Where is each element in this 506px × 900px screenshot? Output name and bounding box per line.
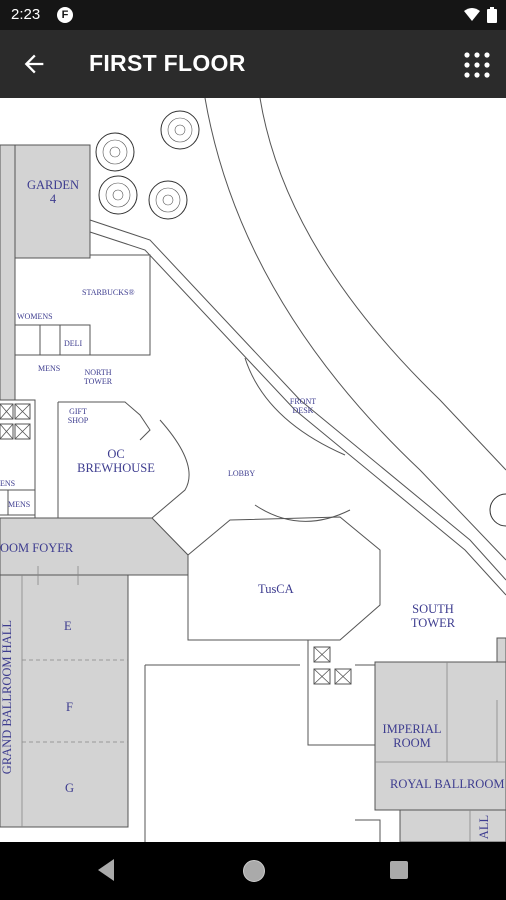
mens-restroom-bottom-label[interactable]: MENS <box>8 500 31 509</box>
hall-fragment-label: ALL <box>476 814 491 840</box>
lobby-label[interactable]: LOBBY <box>228 469 256 478</box>
room-g-label[interactable]: G <box>65 781 75 795</box>
mens-restroom-label[interactable]: MENS <box>38 364 61 373</box>
page-title: FIRST FLOOR <box>89 50 246 76</box>
royal-ballroom-label[interactable]: ROYAL BALLROOM <box>390 777 505 791</box>
south-tower-label[interactable]: SOUTH TOWER <box>410 602 456 631</box>
app-notification-icon: F <box>57 7 73 23</box>
front-desk-label[interactable]: FRONT DESK <box>289 397 317 416</box>
floor-map[interactable]: GARDEN 4 STARBUCKS® WOMENS DELI MENS NOR… <box>0 98 506 842</box>
system-nav-bar <box>0 842 506 900</box>
deli-label[interactable]: DELI <box>64 339 83 348</box>
north-tower-label[interactable]: NORTH TOWER <box>83 368 113 387</box>
nav-recents-icon[interactable] <box>390 861 408 879</box>
room-e-label[interactable]: E <box>64 619 72 633</box>
arrow-back-icon[interactable] <box>20 50 48 78</box>
oc-brewhouse-label[interactable]: OC BREWHOUSE <box>77 447 155 476</box>
ballroom-foyer-label[interactable]: OOM FOYER <box>0 541 74 555</box>
room-f-label[interactable]: F <box>66 700 73 714</box>
garden-4-label[interactable]: GARDEN 4 <box>26 178 80 207</box>
status-bar: 2:23 F <box>0 0 506 30</box>
womens-restroom-bottom-label[interactable]: ENS <box>0 479 16 488</box>
starbucks-label[interactable]: STARBUCKS® <box>82 288 135 297</box>
nav-back-icon[interactable] <box>96 857 116 883</box>
nav-home-icon[interactable] <box>241 858 267 884</box>
tusca-label[interactable]: TusCA <box>258 582 294 596</box>
grid-menu-icon[interactable] <box>464 52 490 78</box>
battery-icon <box>487 7 497 23</box>
grand-ballroom-hall-label[interactable]: GRAND BALLROOM HALL <box>0 620 14 775</box>
app-bar: FIRST FLOOR <box>0 30 506 98</box>
floor-plan-drawing <box>0 98 506 842</box>
imperial-room-label[interactable]: IMPERIAL ROOM <box>382 722 442 751</box>
status-time: 2:23 <box>11 6 41 23</box>
womens-restroom-label[interactable]: WOMENS <box>17 312 53 321</box>
gift-shop-label[interactable]: GIFT SHOP <box>67 407 89 426</box>
wifi-icon <box>464 8 480 21</box>
